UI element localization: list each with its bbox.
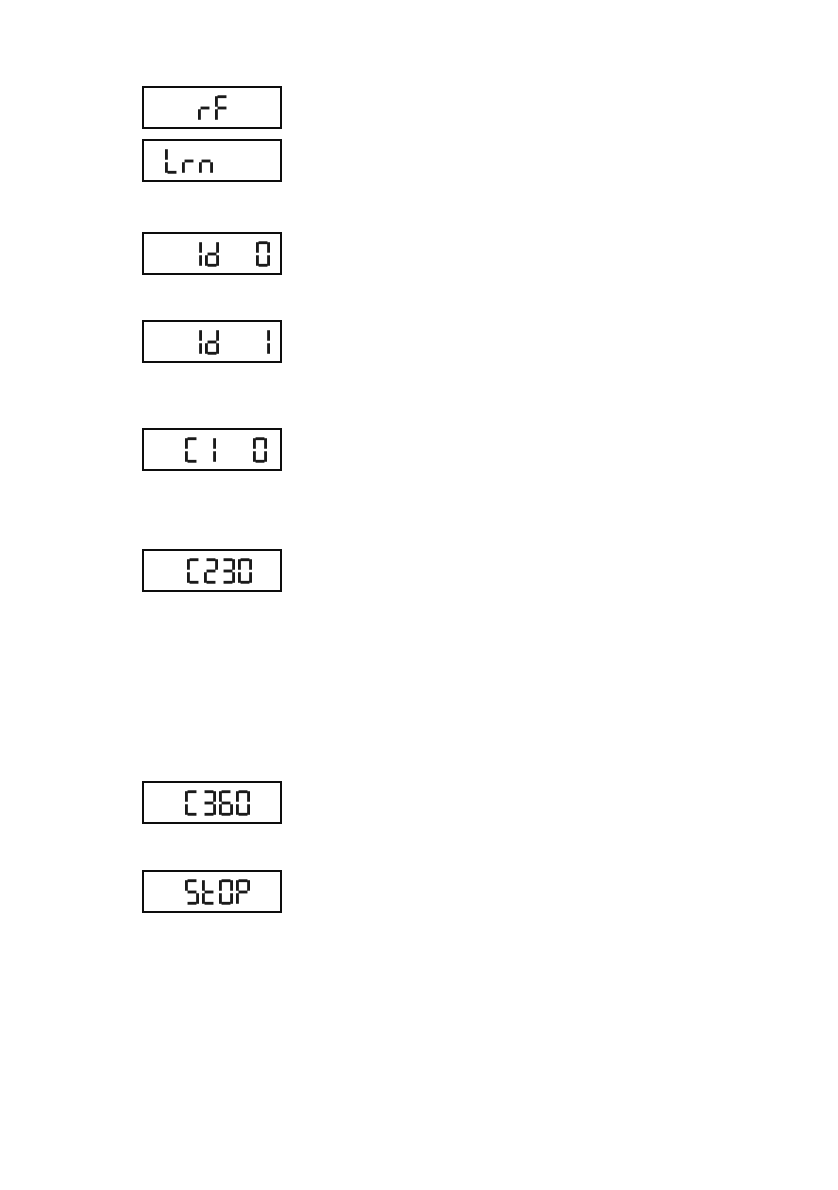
seven-segment-text [144, 557, 252, 584]
seven-segment-char [185, 436, 197, 463]
seven-segment-char [199, 159, 213, 173]
seven-segment-blank [219, 437, 233, 463]
seven-segment-char [219, 789, 233, 816]
seven-segment-char [236, 878, 250, 904]
seven-segment-char [199, 241, 202, 266]
seven-segment-blank [239, 329, 253, 355]
seven-segment-blank [239, 241, 253, 267]
seven-segment-blank [236, 437, 250, 463]
seven-segment-char [199, 329, 202, 354]
seven-segment-text [144, 148, 213, 174]
seven-segment-text [144, 436, 267, 463]
seven-segment-char [267, 329, 270, 354]
seven-segment-char [187, 557, 199, 584]
seven-segment-char [253, 436, 267, 463]
seven-segment-char [213, 437, 216, 462]
lcd-display-stop: StOP [142, 870, 282, 913]
lcd-display-c230: C230 [142, 549, 282, 592]
seven-segment-text [144, 240, 270, 267]
seven-segment-char [238, 557, 252, 584]
seven-segment-char [182, 159, 194, 173]
seven-segment-char [198, 106, 210, 120]
seven-segment-char [256, 240, 270, 267]
seven-segment-text [144, 94, 229, 121]
seven-segment-text [144, 878, 250, 905]
seven-segment-char [215, 94, 227, 120]
seven-segment-blank [222, 329, 236, 355]
lcd-display-id-0: Id 0 [142, 232, 282, 275]
seven-segment-char [236, 789, 250, 816]
seven-segment-char [205, 241, 219, 267]
seven-segment-char [204, 557, 218, 584]
lcd-display-lrn: Lrn [142, 139, 282, 182]
seven-segment-char [223, 557, 235, 584]
lcd-display-c360: C360 [142, 781, 282, 824]
seven-segment-char [202, 879, 214, 905]
seven-segment-text [144, 789, 250, 816]
seven-segment-char [185, 878, 199, 905]
lcd-display-id-1: Id 1 [142, 320, 282, 363]
seven-segment-blank [222, 241, 236, 267]
seven-segment-char [219, 878, 233, 905]
lcd-display-c1-0: C1 0 [142, 428, 282, 471]
seven-segment-char [204, 789, 216, 816]
lcd-display-rf: rF [142, 86, 282, 129]
seven-segment-char [165, 148, 177, 174]
seven-segment-char [185, 789, 197, 816]
seven-segment-text [144, 329, 270, 355]
seven-segment-char [205, 329, 219, 355]
